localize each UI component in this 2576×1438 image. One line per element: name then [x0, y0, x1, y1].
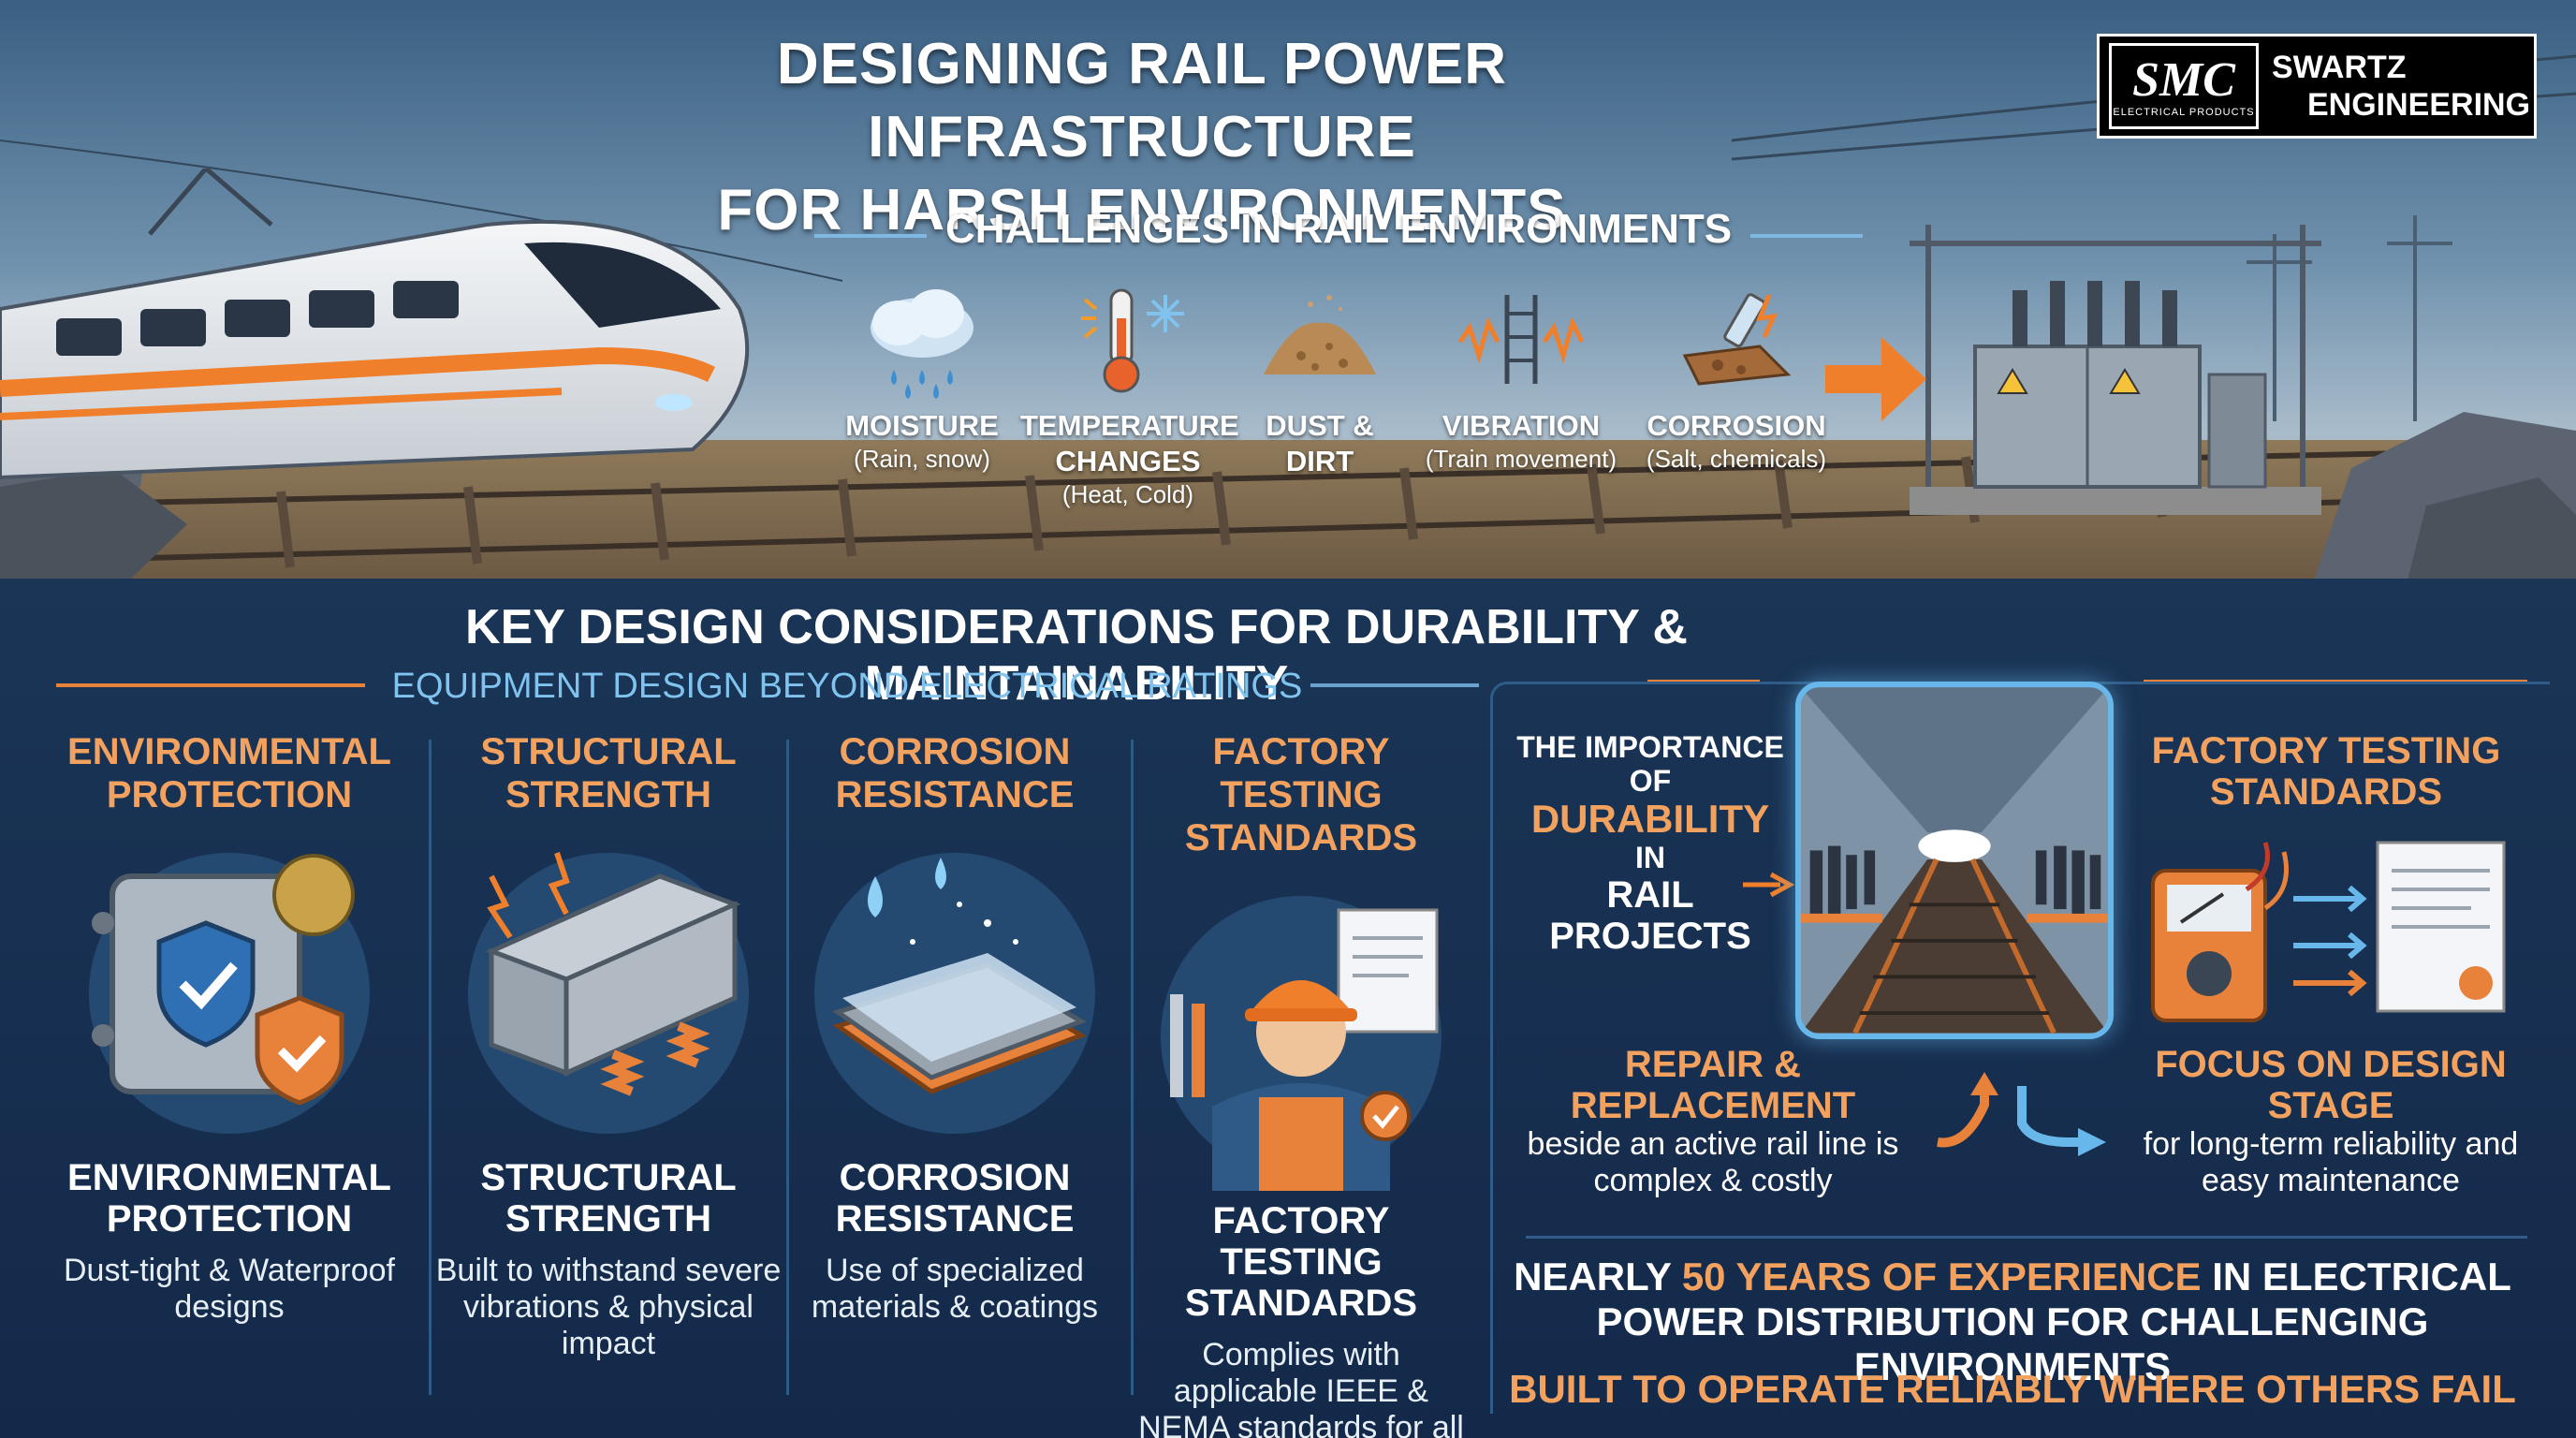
smc-logo-mark: SMC ELECTRICAL PRODUCTS — [2109, 43, 2259, 129]
challenge-name: CORROSION — [1647, 409, 1826, 442]
importance-line: RAIL — [1606, 874, 1694, 916]
challenge-temperature: TEMPERATURE CHANGES (Heat, Cold) — [1020, 281, 1239, 509]
logo-mark-subtext: ELECTRICAL PRODUCTS — [2113, 107, 2255, 118]
arrow-right-icon — [1825, 337, 1926, 421]
challenge-sub: (Salt, chemicals) — [1646, 445, 1827, 473]
challenges-rule-right — [1750, 234, 1863, 238]
column-description: Use of specialized materials & coatings — [811, 1253, 1099, 1325]
column-divider — [1131, 740, 1134, 1395]
column-heading-secondary: CORROSION RESISTANCE — [835, 1157, 1075, 1240]
column-corrosion-resistance: CORROSION RESISTANCE CORROSION RESISTANC… — [782, 730, 1128, 1404]
challenge-vibration: VIBRATION (Train movement) — [1413, 281, 1629, 474]
title-line-1: DESIGNING RAIL POWER INFRASTRUCTURE — [776, 32, 1508, 169]
arrow-right-icon — [1743, 872, 1795, 898]
challenges-rule-left — [814, 234, 927, 238]
experience-rule — [1526, 1236, 2527, 1239]
dirt-pile-icon — [1264, 295, 1376, 374]
logo-company-name: SWARTZ ENGINEERING — [2272, 49, 2530, 124]
challenge-dust: DUST & DIRT — [1236, 281, 1404, 479]
rocks — [2314, 412, 2576, 579]
challenge-sub: (Train movement) — [1425, 445, 1617, 473]
experience-highlight: 50 YEARS OF EXPERIENCE — [1681, 1255, 2202, 1299]
column-structural-strength: STRUCTURAL STRENGTH STRUCTURAL STRENGTH … — [435, 730, 782, 1404]
enclosure-shield-icon — [89, 853, 370, 1134]
orange-rule-left — [56, 683, 365, 687]
column-divider — [429, 740, 432, 1395]
importance-line: THE IMPORTANCE — [1516, 730, 1784, 764]
company-logo: SMC ELECTRICAL PRODUCTS SWARTZ ENGINEERI… — [2097, 34, 2537, 139]
thermometer-snowflake-icon — [1081, 288, 1184, 393]
challenge-sub: (Heat, Cold) — [1061, 480, 1194, 508]
importance-line: OF — [1629, 764, 1672, 798]
hero-scene: DESIGNING RAIL POWER INFRASTRUCTURE FOR … — [0, 0, 2576, 579]
title-line-2: FOR HARSH ENVIRONMENTS — [717, 178, 1567, 242]
steel-beam-springs-icon — [468, 852, 749, 1134]
importance-line: IN — [1635, 841, 1665, 874]
column-description: Dust-tight & Waterproof designs — [64, 1253, 395, 1325]
key-considerations-title: KEY DESIGN CONSIDERATIONS FOR DURABILITY… — [465, 600, 1688, 711]
page-title: DESIGNING RAIL POWER INFRASTRUCTURE FOR … — [524, 28, 1760, 247]
column-divider — [786, 740, 789, 1395]
rain-cloud-icon — [871, 289, 973, 399]
logo-name-line-2: ENGINEERING — [2307, 87, 2531, 123]
challenge-name: MOISTURE — [845, 409, 999, 442]
column-description: Complies with applicable IEEE & NEMA sta… — [1138, 1337, 1464, 1438]
substation-illustration — [1910, 225, 2321, 515]
repair-description: beside an active rail line is complex & … — [1527, 1126, 1899, 1198]
focus-heading: FOCUS ON DESIGN STAGE — [2155, 1044, 2507, 1126]
column-heading: FACTORY TESTING STANDARDS — [1184, 731, 1418, 858]
column-factory-testing: FACTORY TESTING STANDARDS FACTORY TESTIN… — [1128, 730, 1474, 1438]
factory-testing-heading: FACTORY TESTING STANDARDS — [2151, 730, 2501, 813]
logo-name-line-1: SWARTZ — [2272, 50, 2407, 85]
column-heading: STRUCTURAL STRENGTH — [480, 731, 737, 815]
column-heading: CORROSION RESISTANCE — [835, 731, 1075, 815]
challenge-name: DUST & DIRT — [1266, 409, 1374, 477]
coated-plate-icon — [814, 853, 1095, 1134]
column-heading-secondary: STRUCTURAL STRENGTH — [480, 1157, 737, 1240]
high-speed-train-illustration — [0, 169, 750, 480]
repair-heading: REPAIR & REPLACEMENT — [1570, 1044, 1856, 1126]
challenge-corrosion: CORROSION (Salt, chemicals) — [1629, 281, 1844, 474]
importance-line: PROJECTS — [1549, 916, 1751, 957]
blue-rule — [1310, 683, 1479, 687]
column-heading-secondary: ENVIRONMENTAL PROTECTION — [67, 1157, 391, 1240]
importance-heading: THE IMPORTANCE OF DURABILITY IN RAIL PRO… — [1505, 730, 1795, 957]
column-environmental-protection: ENVIRONMENTAL PROTECTION ENVIRONMENTAL P… — [56, 730, 402, 1404]
challenge-moisture: MOISTURE (Rain, snow) — [828, 281, 1016, 474]
vibration-icon — [1457, 295, 1585, 384]
challenge-sub: (Rain, snow) — [854, 445, 990, 473]
challenge-name: VIBRATION — [1442, 409, 1601, 442]
challenge-name: TEMPERATURE CHANGES — [1020, 409, 1239, 477]
tagline: BUILT TO OPERATE RELIABLY WHERE OTHERS F… — [1509, 1367, 2516, 1411]
multimeter-certificate-icon — [2151, 841, 2506, 1022]
rail-tunnel-illustration — [1795, 682, 2114, 1039]
challenges-title: CHALLENGES IN RAIL ENVIRONMENTS — [944, 206, 1733, 252]
column-heading-secondary: FACTORY TESTING STANDARDS — [1184, 1200, 1418, 1324]
column-description: Built to withstand severe vibrations & p… — [435, 1253, 782, 1361]
equipment-subtitle: EQUIPMENT DESIGN BEYOND ELECTRICAL RATIN… — [391, 667, 1303, 706]
experience-post: IN ELECTRICAL POWER DISTRIBUTION FOR CHA… — [1596, 1255, 2511, 1388]
corrosion-icon — [1682, 293, 1792, 386]
experience-statement: NEARLY 50 YEARS OF EXPERIENCE IN ELECTRI… — [1498, 1255, 2527, 1389]
importance-highlight: DURABILITY — [1530, 797, 1770, 841]
column-heading: ENVIRONMENTAL PROTECTION — [67, 731, 391, 815]
curved-arrows-icon — [1937, 1072, 2106, 1156]
logo-mark-text: SMC — [2132, 53, 2235, 107]
tunnel-scene — [1801, 687, 2108, 1034]
engineer-certificate-icon — [1161, 896, 1442, 1191]
focus-description: for long-term reliability and easy maint… — [2143, 1126, 2519, 1198]
experience-pre: NEARLY — [1514, 1255, 1682, 1299]
